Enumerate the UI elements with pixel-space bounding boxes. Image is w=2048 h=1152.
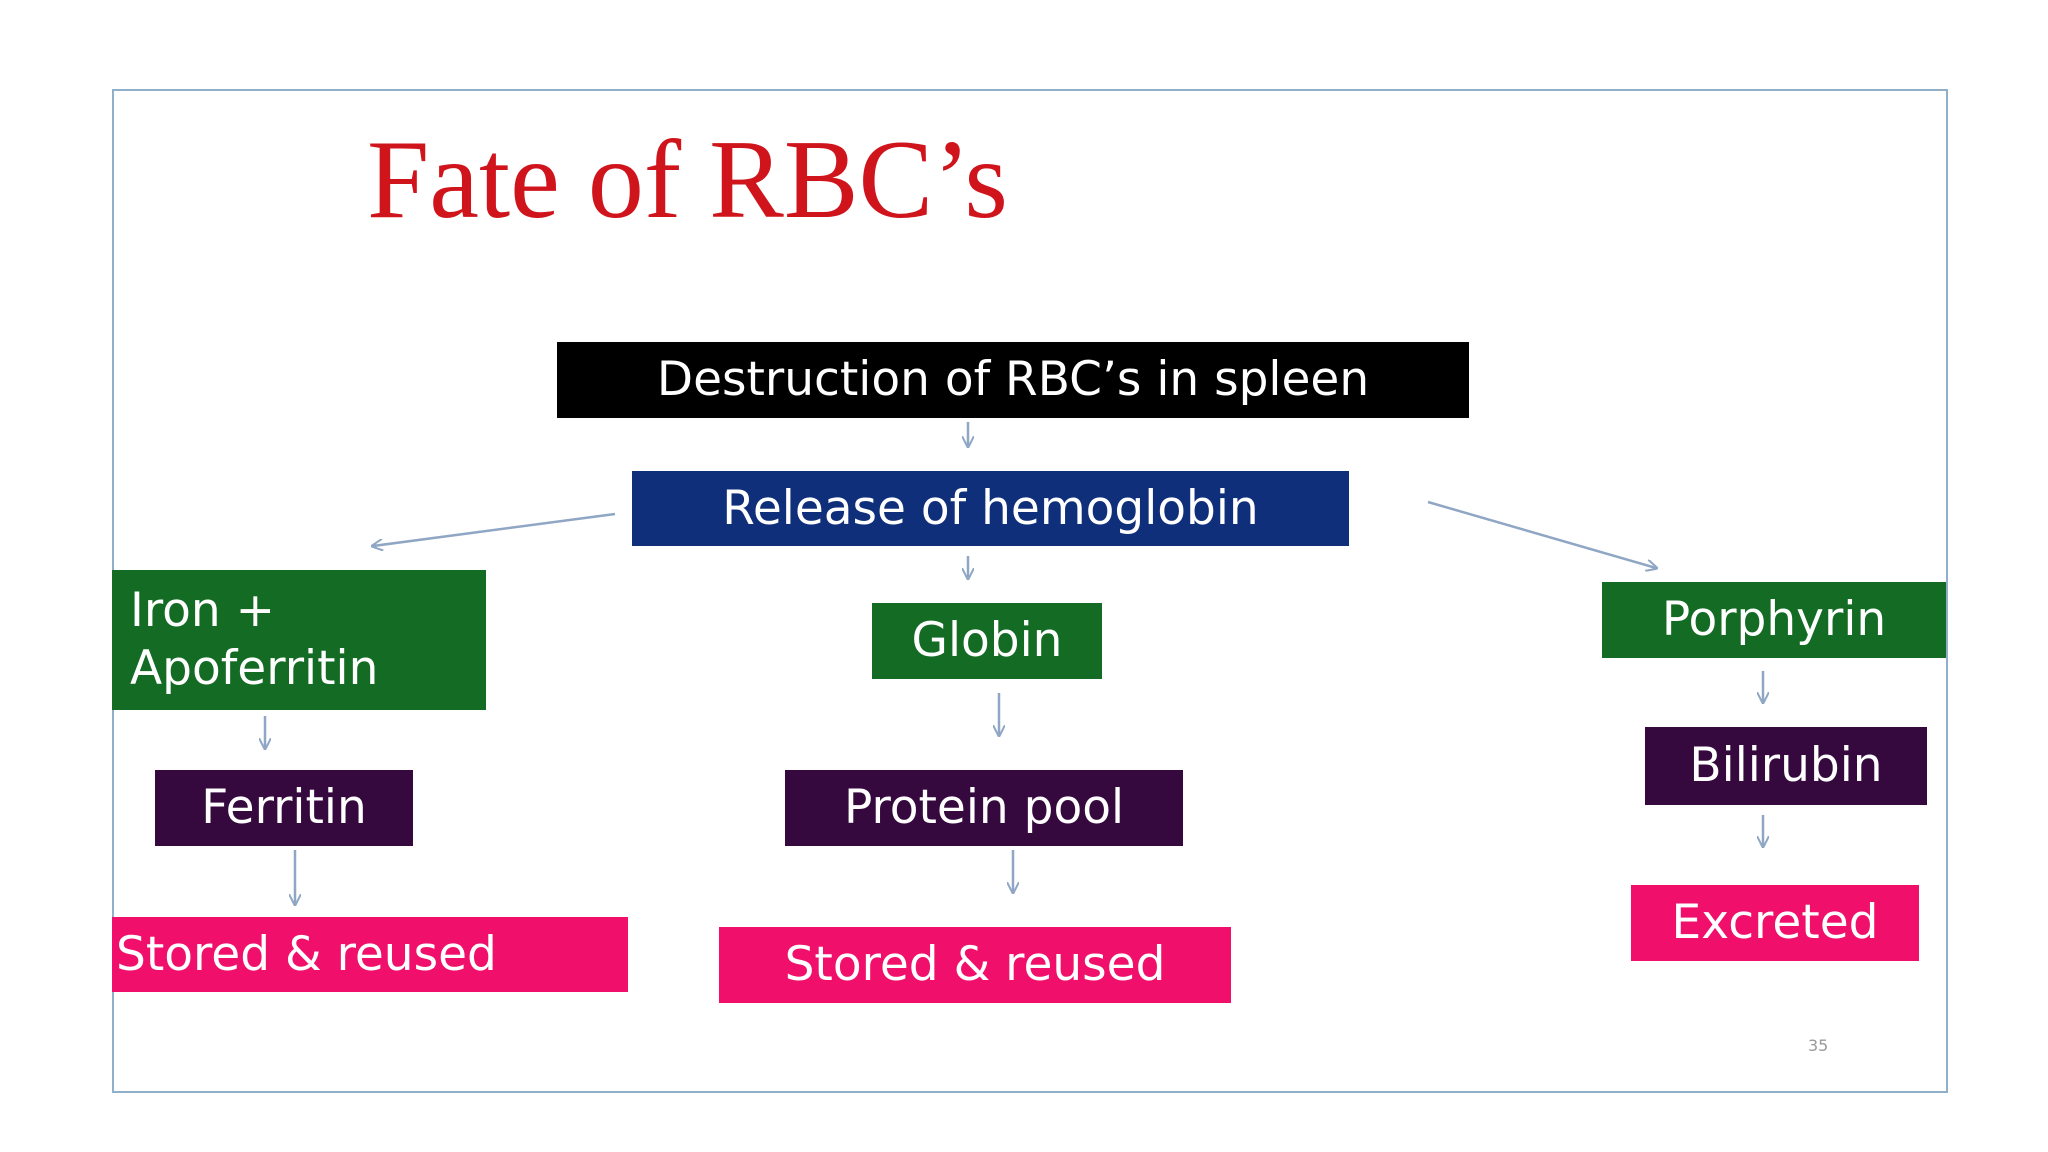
node-stored-mid: Stored & reused bbox=[719, 927, 1231, 1003]
node-globin-label: Globin bbox=[911, 613, 1063, 668]
node-ferritin-label: Ferritin bbox=[201, 780, 367, 835]
node-porphyrin: Porphyrin bbox=[1602, 582, 1946, 658]
node-stored-left-label: Stored & reused bbox=[116, 926, 497, 982]
node-iron-apoferritin: Iron + Apoferritin bbox=[112, 570, 486, 710]
slide-title: Fate of RBC’s bbox=[367, 118, 1008, 242]
node-excreted: Excreted bbox=[1631, 885, 1919, 961]
node-destruction: Destruction of RBC’s in spleen bbox=[557, 342, 1469, 418]
node-porphyrin-label: Porphyrin bbox=[1661, 592, 1887, 647]
node-release: Release of hemoglobin bbox=[632, 471, 1349, 546]
node-protein-pool-label: Protein pool bbox=[843, 780, 1125, 835]
node-iron-label-line2: Apoferritin bbox=[130, 641, 379, 696]
node-excreted-label: Excreted bbox=[1671, 895, 1879, 950]
node-stored-left: Stored & reused bbox=[112, 917, 628, 992]
node-ferritin: Ferritin bbox=[155, 770, 413, 846]
node-bilirubin-label: Bilirubin bbox=[1689, 738, 1883, 793]
node-iron-label-line1: Iron + bbox=[130, 583, 276, 638]
node-destruction-label: Destruction of RBC’s in spleen bbox=[656, 352, 1370, 407]
node-stored-mid-label: Stored & reused bbox=[784, 937, 1166, 992]
node-protein-pool: Protein pool bbox=[785, 770, 1183, 846]
page-number: 35 bbox=[1808, 1036, 1829, 1055]
node-release-label: Release of hemoglobin bbox=[722, 480, 1259, 536]
node-bilirubin: Bilirubin bbox=[1645, 727, 1927, 805]
node-globin: Globin bbox=[872, 603, 1102, 679]
